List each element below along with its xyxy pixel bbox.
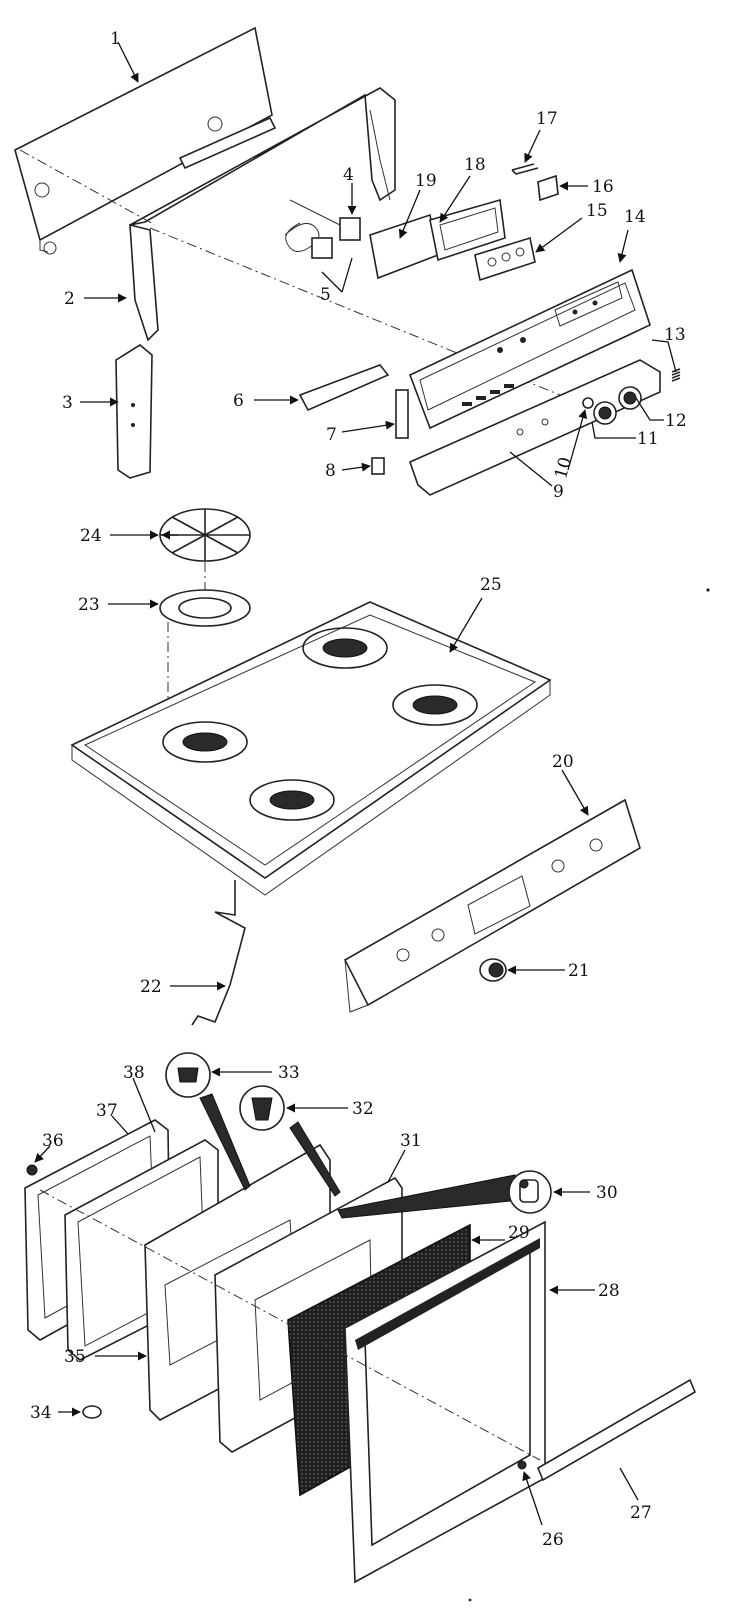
oven-door-group — [24, 1052, 697, 1584]
label-8: 8 — [325, 461, 336, 481]
bracket-part-16 — [537, 174, 559, 202]
label-26: 26 — [542, 1530, 564, 1550]
display-frame-part-18 — [429, 198, 506, 262]
screw-part-36 — [26, 1164, 38, 1176]
label-17: 17 — [536, 109, 558, 129]
cooktop-group — [70, 508, 641, 1026]
screw-part-26 — [517, 1460, 527, 1470]
label-3: 3 — [62, 393, 73, 413]
latch-part-32 — [239, 1085, 341, 1197]
burner-wells — [162, 627, 478, 821]
label-36: 36 — [42, 1131, 64, 1151]
label-14: 14 — [624, 207, 646, 227]
backguard-group — [14, 26, 681, 496]
label-5: 5 — [320, 285, 331, 305]
drip-bowl-part-23 — [159, 589, 251, 627]
label-20: 20 — [552, 752, 574, 772]
bushing-part-30 — [337, 1170, 552, 1219]
label-28: 28 — [598, 1281, 620, 1301]
label-21: 21 — [568, 961, 590, 981]
label-7: 7 — [326, 425, 337, 445]
label-37: 37 — [96, 1101, 118, 1121]
label-30: 30 — [596, 1183, 618, 1203]
clip-part-17 — [511, 163, 539, 175]
label-27: 27 — [630, 1503, 652, 1523]
handle-part-27 — [536, 1378, 697, 1482]
label-11: 11 — [637, 429, 659, 449]
hinge-part-33 — [165, 1052, 251, 1191]
callout-labels: 1 2 3 4 5 6 7 8 9 10 11 12 13 14 15 16 1 — [30, 29, 687, 1550]
label-18: 18 — [464, 155, 486, 175]
clip-part-8 — [371, 457, 385, 475]
label-33: 33 — [278, 1063, 300, 1083]
label-35: 35 — [64, 1347, 86, 1367]
end-cap-part-7 — [395, 389, 409, 439]
control-panel-part-14 — [408, 268, 651, 430]
side-trim-part-3 — [115, 344, 153, 479]
label-31: 31 — [400, 1131, 422, 1151]
label-9: 9 — [553, 482, 564, 502]
cooktop-part-25 — [70, 601, 552, 879]
label-1: 1 — [110, 29, 121, 49]
label-2: 2 — [64, 289, 75, 309]
rail-part-6 — [298, 364, 390, 412]
burner-grate-part-24 — [159, 508, 251, 562]
support-rod-part-22 — [191, 880, 246, 1026]
label-10: 10 — [551, 455, 576, 481]
label-22: 22 — [140, 977, 162, 997]
switch-part-4-5 — [284, 199, 361, 259]
bottom-rail-part-9 — [409, 359, 661, 496]
bracket-part-19 — [369, 213, 439, 280]
label-23: 23 — [78, 595, 100, 615]
manifold-panel-part-20 — [343, 798, 641, 1007]
label-13: 13 — [664, 325, 686, 345]
label-15: 15 — [586, 201, 608, 221]
knob-part-10 — [582, 397, 594, 409]
outer-trim-part-28 — [344, 1220, 546, 1584]
label-29: 29 — [508, 1223, 530, 1243]
label-38: 38 — [123, 1063, 145, 1083]
backguard-body-part-2 — [129, 87, 396, 226]
label-4: 4 — [343, 165, 354, 185]
label-12: 12 — [665, 411, 687, 431]
label-19: 19 — [415, 171, 437, 191]
label-24: 24 — [80, 526, 102, 546]
label-32: 32 — [352, 1099, 374, 1119]
label-25: 25 — [480, 575, 502, 595]
label-34: 34 — [30, 1403, 52, 1423]
clip-part-34 — [82, 1405, 102, 1419]
rear-panel-part-1 — [14, 26, 273, 242]
label-16: 16 — [592, 177, 614, 197]
knob-part-21 — [479, 958, 507, 982]
label-6: 6 — [233, 391, 244, 411]
